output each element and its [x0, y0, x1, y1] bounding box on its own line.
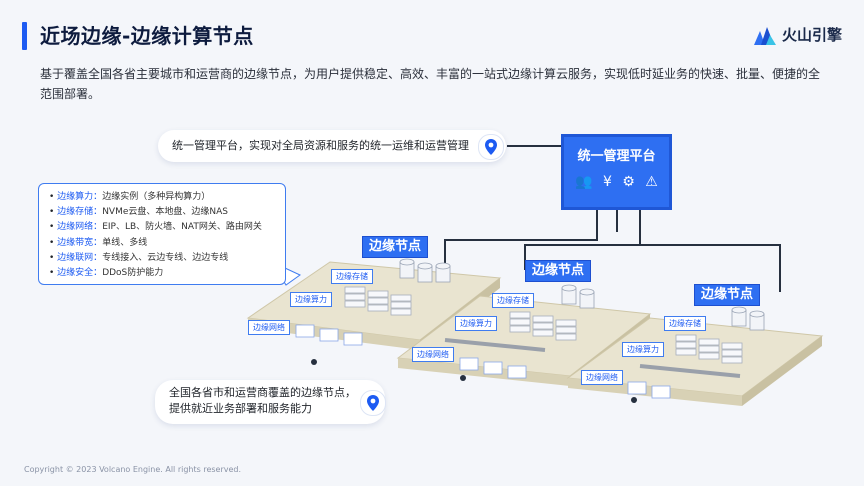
feature-row: • 边缘联网：专线接入、云边专线、边边专线 — [49, 252, 229, 263]
compute-tag-2: 边缘算力 — [455, 316, 497, 331]
location-pin-icon — [478, 134, 504, 160]
storage-tag-3: 边缘存储 — [664, 316, 706, 331]
copyright-footer: Copyright © 2023 Volcano Engine. All rig… — [24, 465, 242, 474]
yen-icon: ¥ — [603, 174, 612, 190]
title-accent-bar — [22, 22, 27, 50]
feature-row: • 边缘安全：DDoS防护能力 — [49, 268, 164, 279]
network-tag-3: 边缘网络 — [581, 370, 623, 385]
storage-cylinders-2 — [561, 284, 595, 309]
features-list: • 边缘算力：边缘实例（多种异构算力） • 边缘存储：NVMe云盘、本地盘、边缘… — [38, 183, 286, 285]
logo: 火山引擎 — [753, 24, 842, 45]
cable-bar-2 — [639, 364, 741, 378]
network-devices-3 — [627, 381, 671, 399]
storage-cylinders-1 — [399, 258, 451, 283]
node-callout: 全国各省市和运营商覆盖的边缘节点， 提供就近业务部署和服务能力 — [155, 380, 385, 424]
compute-tag-3: 边缘算力 — [622, 342, 664, 357]
page-description: 基于覆盖全国各省主要城市和运营商的边缘节点，为用户提供稳定、高效、丰富的一站式边… — [40, 67, 821, 101]
storage-tag-1: 边缘存储 — [331, 269, 373, 284]
edge-node-label-3: 边缘节点 — [694, 284, 761, 306]
feature-row: • 边缘存储：NVMe云盘、本地盘、边缘NAS — [49, 207, 228, 218]
platform-callout: 统一管理平台，实现对全局资源和服务的统一运维和运营管理 — [158, 130, 506, 162]
network-tag-1: 边缘网络 — [248, 320, 290, 335]
edge-node-label-1: 边缘节点 — [362, 236, 429, 258]
page-title: 近场边缘-边缘计算节点 — [40, 24, 254, 48]
storage-tag-2: 边缘存储 — [492, 293, 534, 308]
connector-line-2 — [524, 208, 641, 270]
volcano-logo-icon — [753, 26, 776, 45]
feature-row: • 边缘带宽：单线、多线 — [49, 237, 148, 248]
connector-line-3 — [640, 244, 781, 292]
gears-icon: ⚙ — [622, 174, 635, 190]
compute-tag-1: 边缘算力 — [290, 292, 332, 307]
node-callout-line2: 提供就近业务部署和服务能力 — [169, 402, 312, 415]
management-platform-panel: 统一管理平台 👥 ¥ ⚙ ⚠ — [561, 134, 672, 210]
storage-cylinders-3 — [731, 306, 765, 331]
users-icon: 👥 — [575, 174, 593, 190]
server-racks-1 — [344, 286, 412, 316]
logo-text: 火山引擎 — [781, 26, 842, 44]
feature-row: • 边缘网络：EIP、LB、防火墙、NAT网关、路由网关 — [49, 222, 262, 233]
network-devices-1 — [295, 324, 363, 346]
cable-bar-1 — [444, 338, 546, 352]
location-pin-icon — [360, 390, 386, 416]
server-racks-2 — [509, 311, 577, 341]
node-callout-line1: 全国各省市和运营商覆盖的边缘节点， — [169, 386, 356, 399]
network-devices-2 — [459, 357, 527, 379]
feature-row: • 边缘算力：边缘实例（多种异构算力） — [49, 192, 211, 202]
management-platform-title: 统一管理平台 — [577, 149, 656, 164]
network-tag-2: 边缘网络 — [412, 347, 454, 362]
connector-line-1 — [444, 208, 598, 265]
warning-icon: ⚠ — [645, 174, 658, 190]
edge-node-label-2: 边缘节点 — [525, 260, 592, 282]
server-racks-3 — [675, 334, 743, 364]
